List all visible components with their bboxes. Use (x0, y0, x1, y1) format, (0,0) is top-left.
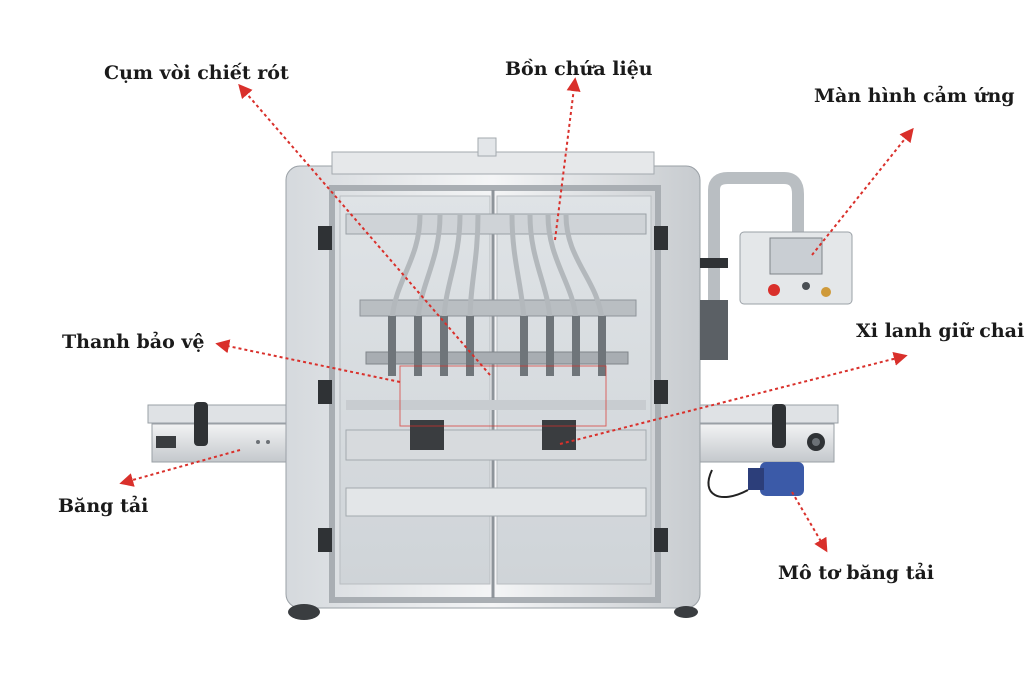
left-conveyor (147, 402, 294, 463)
arrow-tank (554, 77, 581, 241)
label-touchscreen: Màn hình cảm ứng (814, 85, 1015, 107)
arrow-guard (215, 339, 401, 383)
callout-arrows (119, 77, 914, 553)
label-nozzle-assembly: Cụm vòi chiết rót (104, 62, 289, 84)
arrow-motor (791, 491, 828, 553)
arrow-cylinder (559, 351, 908, 445)
label-material-tank: Bồn chứa liệu (505, 58, 653, 80)
filling-internals (345, 213, 647, 517)
arrow-conveyor (119, 449, 241, 487)
control-panel (700, 172, 853, 360)
label-conveyor: Băng tải (58, 495, 149, 517)
arrow-touchscreen (811, 127, 914, 256)
arrow-nozzle (238, 83, 491, 376)
right-conveyor (697, 404, 839, 463)
conveyor-motor (707, 462, 804, 499)
label-guard-bar: Thanh bảo vệ (62, 331, 205, 353)
label-bottle-cylinder: Xi lanh giữ chai (856, 320, 1024, 342)
label-conveyor-motor: Mô tơ băng tải (778, 562, 934, 584)
